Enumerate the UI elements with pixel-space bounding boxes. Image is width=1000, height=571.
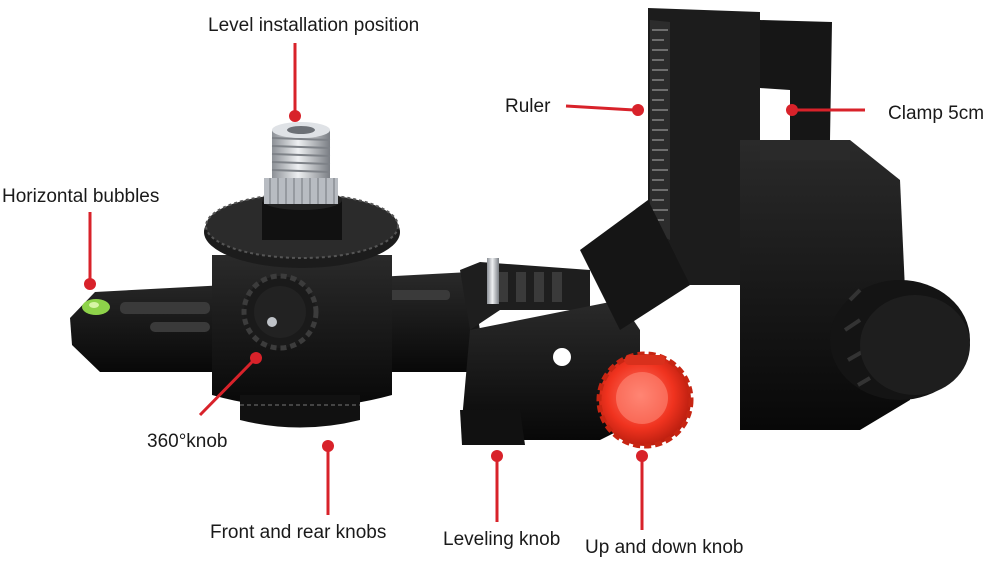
- ruler-column: [580, 8, 760, 330]
- up-down-knob: [596, 351, 694, 449]
- label-horizontal-bubbles: Horizontal bubbles: [2, 186, 160, 207]
- callout-ruler: [565, 104, 644, 116]
- callout-level-installation: [289, 43, 301, 122]
- label-up-down-knob: Up and down knob: [585, 537, 744, 558]
- callout-up-down-knob: [636, 450, 648, 530]
- label-ruler: Ruler: [505, 96, 551, 117]
- leveling-block: [460, 258, 640, 445]
- label-leveling-knob: Leveling knob: [443, 529, 561, 550]
- label-level-installation-position: Level installation position: [208, 15, 420, 36]
- clamp-jaw: [760, 20, 832, 140]
- threaded-mount: [264, 122, 338, 204]
- callout-leveling-knob: [491, 450, 503, 522]
- label-clamp: Clamp 5cm: [888, 103, 985, 124]
- callout-horizontal-bubbles: [84, 212, 96, 290]
- label-front-rear-knobs: Front and rear knobs: [210, 522, 387, 543]
- callouts: [84, 43, 865, 530]
- label-360-knob: 360°knob: [147, 431, 228, 452]
- callout-360-knob: [198, 352, 262, 417]
- clamp-knob: [830, 280, 970, 400]
- callout-clamp: [786, 104, 865, 116]
- bubble-vial: [82, 299, 110, 315]
- front-rear-knob: [241, 273, 319, 351]
- callout-front-rear-knobs: [322, 440, 334, 515]
